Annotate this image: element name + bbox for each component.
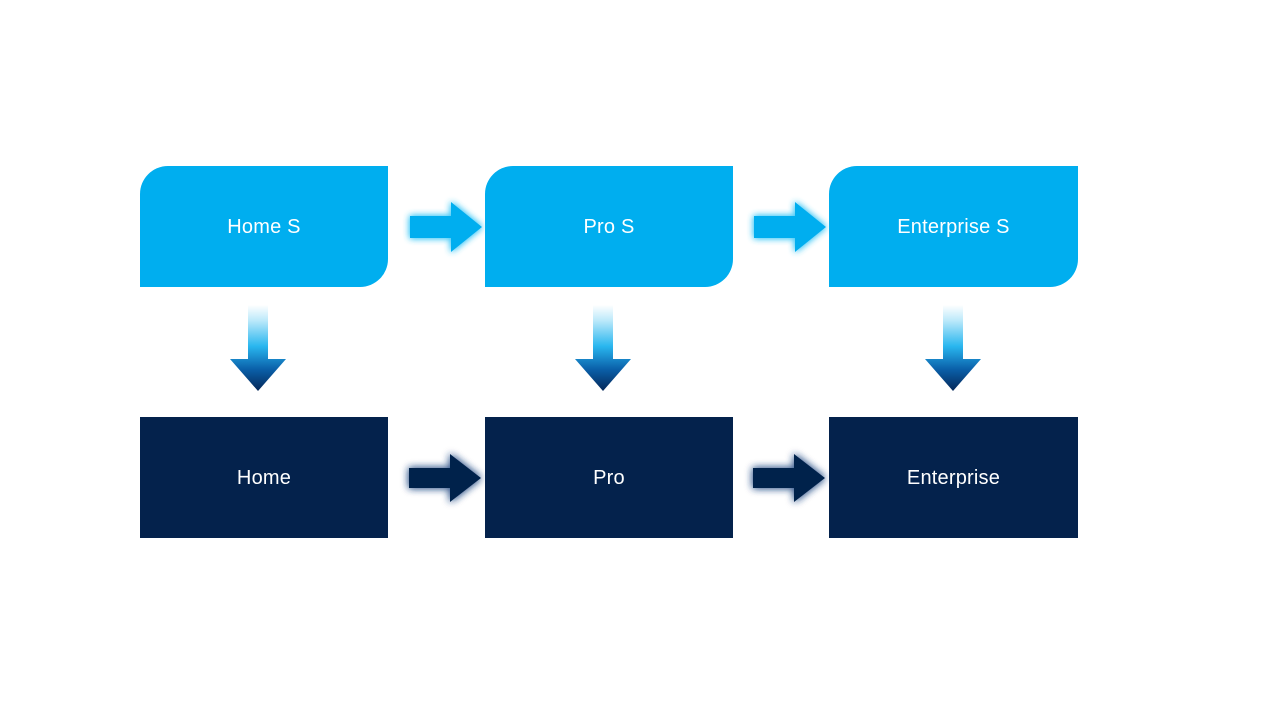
node-label-enterprise: Enterprise — [906, 466, 1001, 489]
node-label-pro: Pro — [593, 466, 625, 489]
arrow-home-s-to-home — [228, 305, 288, 393]
arrow-pro-to-enterprise — [744, 448, 830, 508]
node-enterprise[interactable]: Enterprise — [829, 417, 1078, 538]
node-enterprise-s[interactable]: Enterprise S — [829, 166, 1078, 287]
arrow-home-s-to-pro-s — [404, 197, 486, 257]
arrow-enterprise-s-to-enterprise — [923, 305, 983, 393]
node-pro[interactable]: Pro — [485, 417, 733, 538]
node-label-home: Home — [236, 466, 292, 489]
node-home[interactable]: Home — [140, 417, 388, 538]
node-label-home-s: Home S — [227, 215, 301, 238]
node-label-enterprise-s: Enterprise S — [897, 215, 1010, 238]
arrow-pro-s-to-pro — [573, 305, 633, 393]
node-home-s[interactable]: Home S — [140, 166, 388, 287]
arrow-home-to-pro — [400, 448, 486, 508]
arrow-pro-s-to-enterprise-s — [748, 197, 830, 257]
node-pro-s[interactable]: Pro S — [485, 166, 733, 287]
node-label-pro-s: Pro S — [583, 215, 635, 238]
